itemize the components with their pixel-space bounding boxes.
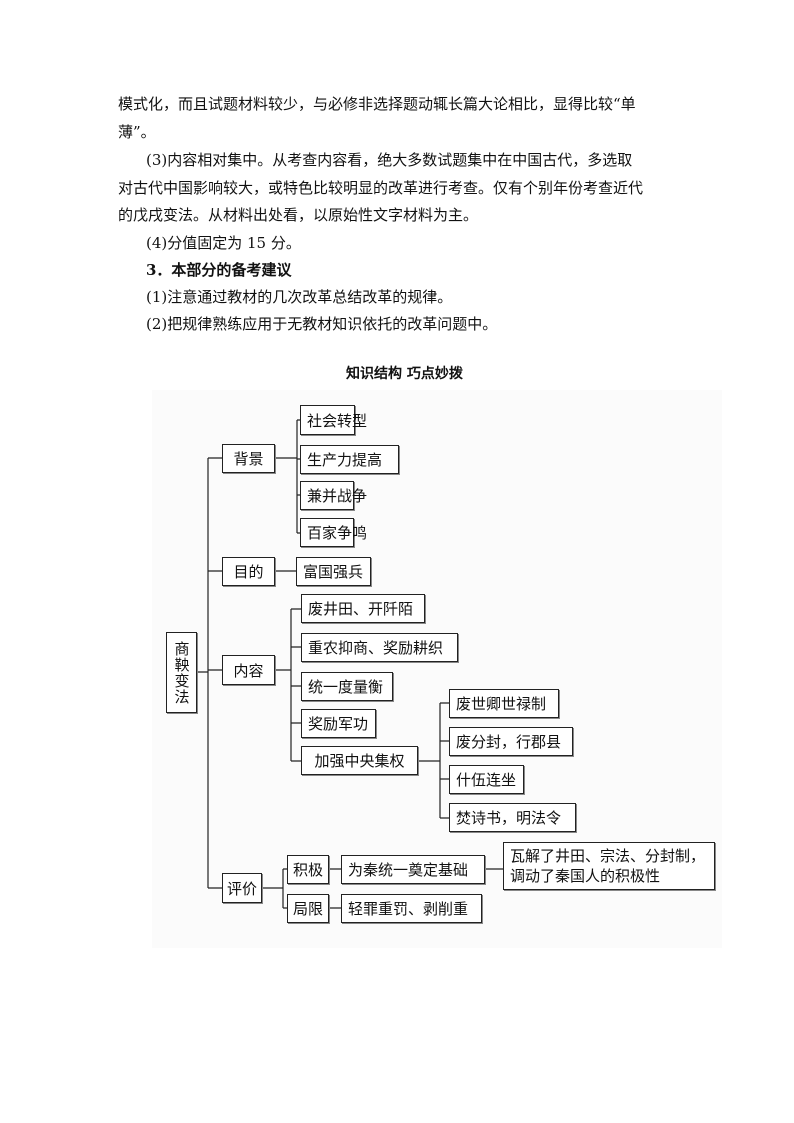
- paragraph-line: (4)分值固定为 15 分。: [146, 234, 301, 252]
- content-item: 加强中央集权: [301, 746, 418, 775]
- node-background: 背景: [222, 444, 275, 473]
- background-item: 百家争鸣: [300, 518, 367, 547]
- positive-detail: 瓦解了井田、宗法、分封制，调动了秦国人的积极性: [503, 842, 715, 890]
- paragraph-line: (3)内容相对集中。从考查内容看，绝大多数试题集中在中国古代，多选取: [146, 151, 633, 169]
- content-item: 重农抑商、奖励耕织: [301, 633, 458, 662]
- centralization-item: 废世卿世禄制: [449, 689, 559, 718]
- paragraph-line: 薄”。: [118, 123, 156, 141]
- centralization-item: 焚诗书，明法令: [449, 803, 576, 832]
- background-item: 生产力提高: [300, 445, 399, 474]
- node-positive: 积极: [287, 855, 329, 884]
- content-item: 奖励军功: [301, 709, 376, 738]
- diagram-title: 知识结构 巧点妙拨: [346, 366, 463, 382]
- paragraph-line: 模式化，而且试题材料较少，与必修非选择题动辄长篇大论相比，显得比较“单: [118, 95, 636, 113]
- section-heading: 3．本部分的备考建议: [146, 261, 292, 279]
- background-item: 兼并战争: [300, 481, 367, 510]
- paragraph-line: 对古代中国影响较大，或特色比较明显的改革进行考查。仅有个别年份考查近代: [118, 179, 644, 197]
- node-content: 内容: [222, 655, 275, 685]
- purpose-item: 富国强兵: [296, 557, 371, 586]
- background-item: 社会转型: [300, 405, 367, 435]
- node-purpose: 目的: [222, 557, 275, 586]
- positive-item: 为秦统一奠定基础: [341, 855, 485, 884]
- paragraph-line: 的戊戌变法。从材料出处看，以原始性文字材料为主。: [118, 206, 479, 224]
- limitation-item: 轻罪重罚、剥削重: [341, 894, 482, 923]
- centralization-item: 什伍连坐: [449, 765, 524, 794]
- paragraph-line: (1)注意通过教材的几次改革总结改革的规律。: [146, 288, 453, 306]
- paragraph-line: (2)把规律熟练应用于无教材知识依托的改革问题中。: [146, 315, 498, 333]
- content-item: 废井田、开阡陌: [301, 594, 425, 623]
- node-limitation: 局限: [287, 894, 329, 923]
- centralization-item: 废分封，行郡县: [449, 727, 573, 756]
- content-item: 统一度量衡: [301, 672, 393, 701]
- node-evaluation: 评价: [222, 873, 262, 903]
- root-node: 商鞅变法: [166, 632, 197, 713]
